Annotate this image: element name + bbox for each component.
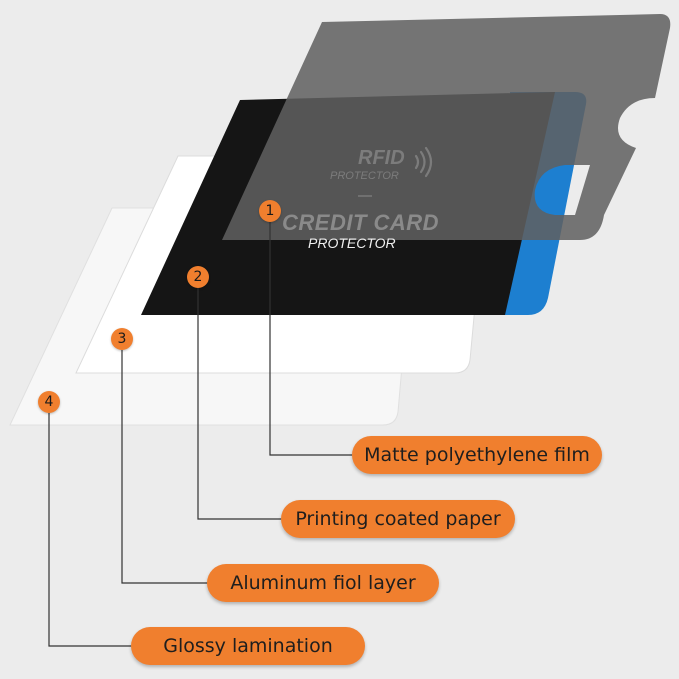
callout-matte-film: Matte polyethylene film: [352, 436, 602, 474]
leader-line-4: [48, 413, 132, 647]
layer-number-3: 3: [111, 328, 133, 350]
layer-number-1: 1: [259, 200, 281, 222]
callout-printing-paper: Printing coated paper: [281, 500, 515, 538]
matte-film-layer: [222, 14, 671, 240]
credit-card-subtitle: PROTECTOR: [308, 235, 396, 251]
leader-lines: [48, 222, 352, 647]
rfid-title: RFID: [358, 147, 405, 169]
wireless-signal-icon: [414, 146, 433, 178]
callout-aluminum-foil: Aluminum fiol layer: [207, 564, 439, 602]
layer-number-4: 4: [38, 391, 60, 413]
rfid-subtitle: PROTECTOR: [330, 170, 399, 182]
layer-number-2: 2: [187, 266, 209, 288]
leader-line-3: [121, 350, 208, 584]
leader-line-1: [269, 222, 352, 456]
credit-card-title: CREDIT CARD: [282, 210, 440, 235]
leader-line-2: [197, 288, 283, 520]
callout-glossy-lamination: Glossy lamination: [131, 627, 365, 665]
